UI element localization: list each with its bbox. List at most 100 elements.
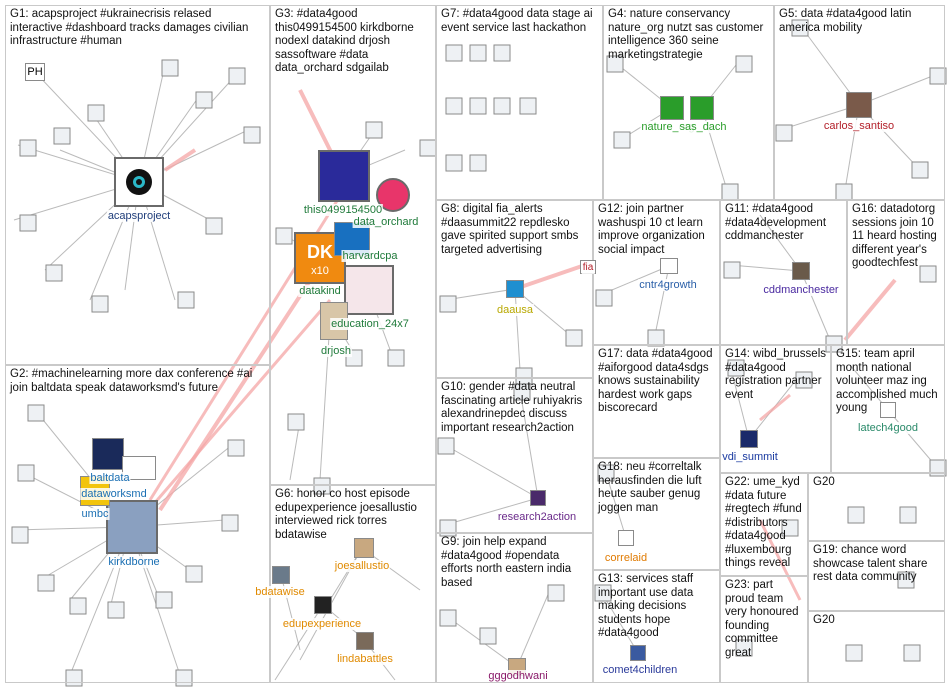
avatar-node[interactable] — [597, 464, 615, 482]
avatar-node[interactable] — [513, 383, 531, 401]
avatar-node[interactable] — [287, 413, 305, 431]
avatar-node[interactable] — [727, 359, 745, 377]
avatar-node[interactable] — [606, 55, 624, 73]
education_24x7-node[interactable] — [344, 265, 394, 315]
dataworksmd-node[interactable] — [122, 456, 156, 480]
avatar-node[interactable] — [275, 227, 293, 245]
group-box-g7: G7: #data4good data stage ai event servi… — [436, 5, 603, 200]
kirkdborne-node[interactable] — [106, 500, 158, 554]
avatar-node[interactable] — [735, 639, 753, 657]
avatar-node[interactable] — [205, 217, 223, 235]
avatar-node[interactable] — [11, 526, 29, 544]
this0499154500-node[interactable] — [318, 150, 370, 202]
cntr4growth-node[interactable] — [660, 258, 678, 274]
baltdata-node[interactable] — [92, 438, 124, 470]
avatar-node[interactable] — [437, 437, 455, 455]
avatar-node[interactable] — [613, 131, 631, 149]
avatar-node[interactable] — [723, 261, 741, 279]
avatar-node[interactable] — [87, 104, 105, 122]
avatar-node[interactable] — [445, 97, 463, 115]
avatar-node[interactable] — [221, 514, 239, 532]
bdatawise-node[interactable] — [272, 566, 290, 584]
avatar-node[interactable] — [69, 597, 87, 615]
avatar-node[interactable] — [775, 124, 793, 142]
avatar-node[interactable] — [37, 574, 55, 592]
avatar-node[interactable] — [493, 97, 511, 115]
avatar-node[interactable] — [313, 477, 331, 495]
group-title-g4: G4: nature conservancy nature_org nutzt … — [608, 8, 764, 61]
avatar-node[interactable] — [227, 439, 245, 457]
research2action-node[interactable] — [530, 490, 546, 506]
this0499154500-label: this0499154500 — [302, 204, 384, 216]
avatar-node[interactable] — [493, 44, 511, 62]
graph-edge — [444, 497, 539, 526]
avatar-node[interactable] — [228, 67, 246, 85]
avatar-node[interactable] — [439, 609, 457, 627]
sas_dach-node[interactable] — [690, 96, 714, 120]
avatar-node[interactable] — [847, 506, 865, 524]
avatar-node[interactable] — [929, 67, 947, 85]
avatar-node[interactable] — [781, 519, 799, 537]
nature_org-node[interactable] — [660, 96, 684, 120]
group-title-g22: G22: ume_kyd #data future #regtech #fund… — [725, 476, 802, 569]
avatar-node[interactable] — [91, 295, 109, 313]
avatar-node[interactable] — [565, 329, 583, 347]
avatar-node[interactable] — [445, 44, 463, 62]
avatar-node[interactable] — [919, 265, 937, 283]
graph-edge — [729, 264, 802, 272]
avatar-node[interactable] — [161, 59, 179, 77]
vdi_summit-node[interactable] — [740, 430, 758, 448]
avatar-node[interactable] — [53, 127, 71, 145]
group-title-g8: G8: digital fia_alerts #daasummit22 repd… — [441, 203, 579, 256]
avatar-node[interactable] — [899, 506, 917, 524]
avatar-node[interactable] — [185, 565, 203, 583]
avatar-node[interactable] — [547, 584, 565, 602]
lindabattles-node[interactable] — [356, 632, 374, 650]
group-title-g2: G2: #machinelearning more dax conference… — [10, 368, 253, 394]
avatar-node[interactable] — [845, 644, 863, 662]
cddmanchester-node[interactable] — [792, 262, 810, 280]
avatar-node[interactable] — [27, 404, 45, 422]
avatar-node[interactable] — [195, 91, 213, 109]
latech4good-node[interactable] — [880, 402, 896, 418]
avatar-node[interactable] — [735, 55, 753, 73]
avatar-node[interactable] — [911, 161, 929, 179]
avatar-node[interactable] — [519, 97, 537, 115]
daausa-node[interactable] — [506, 280, 524, 298]
avatar-node[interactable] — [445, 154, 463, 172]
correlaid-node[interactable] — [618, 530, 634, 546]
graph-edge — [729, 364, 750, 440]
avatar-node[interactable] — [903, 644, 921, 662]
avatar-node[interactable] — [469, 154, 487, 172]
group-box-g19: G19: chance word showcase talent share r… — [808, 541, 945, 611]
avatar-node[interactable] — [469, 97, 487, 115]
edupexperience-node[interactable] — [314, 596, 332, 614]
avatar-node[interactable] — [647, 329, 665, 347]
avatar-node[interactable] — [107, 601, 125, 619]
avatar-node[interactable] — [17, 464, 35, 482]
svg-text:x10: x10 — [311, 265, 329, 277]
avatar-node[interactable] — [795, 371, 813, 389]
avatar-node[interactable] — [155, 591, 173, 609]
graph-edge — [758, 519, 802, 601]
avatar-node[interactable] — [791, 19, 809, 37]
avatar-node[interactable] — [387, 349, 405, 367]
ph-node[interactable]: PH — [25, 63, 45, 81]
avatar-node[interactable] — [439, 295, 457, 313]
avatar-node[interactable] — [243, 126, 261, 144]
comet4children-node[interactable] — [630, 645, 646, 661]
avatar-node[interactable] — [479, 627, 497, 645]
avatar-node[interactable] — [177, 291, 195, 309]
avatar-node[interactable] — [594, 584, 612, 602]
joesallustio-node[interactable] — [354, 538, 374, 558]
acapsproject-node[interactable] — [114, 157, 164, 207]
avatar-node[interactable] — [19, 214, 37, 232]
avatar-node[interactable] — [469, 44, 487, 62]
avatar-node[interactable] — [365, 121, 383, 139]
avatar-node[interactable] — [897, 571, 915, 589]
avatar-node[interactable] — [595, 289, 613, 307]
avatar-node[interactable] — [45, 264, 63, 282]
avatar-node[interactable] — [19, 139, 37, 157]
carlos_santiso-node[interactable] — [846, 92, 872, 118]
